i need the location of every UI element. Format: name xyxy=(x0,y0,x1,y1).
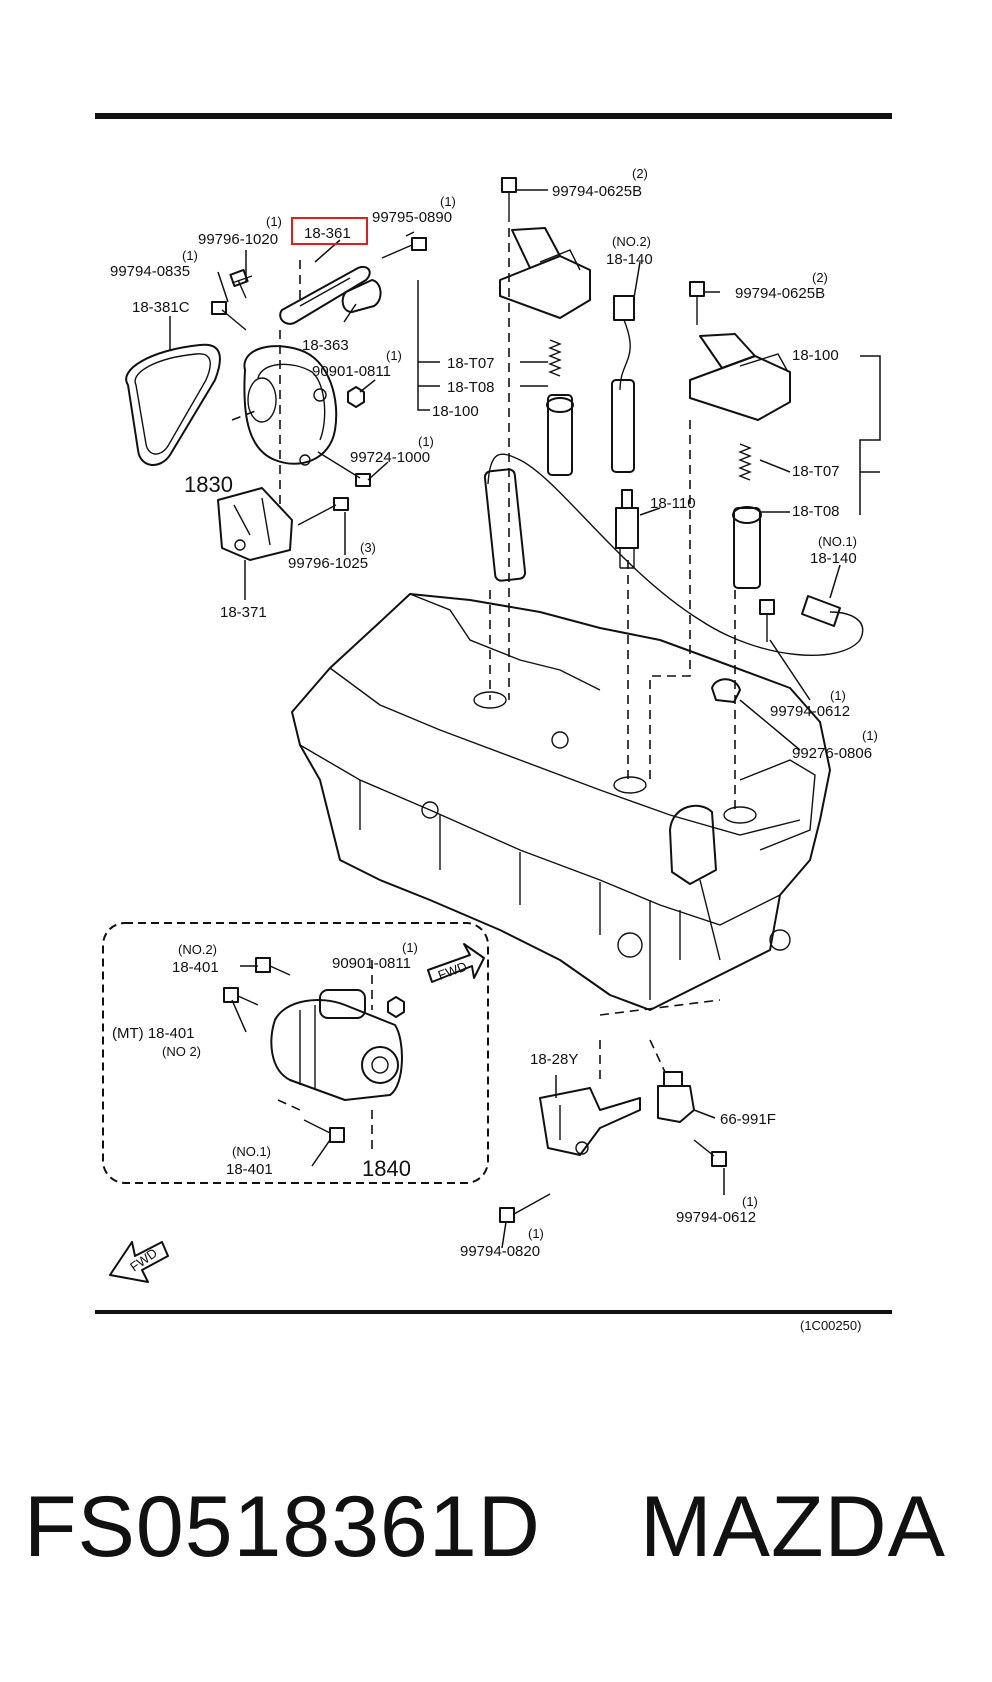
leader-lines xyxy=(169,189,881,1249)
label-18-t08-left: 18-T08 xyxy=(447,379,495,396)
label-99794-0612-upper: 99794-0612 xyxy=(770,703,850,720)
label-99795-0890: 99795-0890 xyxy=(372,209,452,226)
label-18-401-top: 18-401 xyxy=(172,959,219,976)
label-fwd-inset: FWD xyxy=(436,959,469,983)
label-1830: 1830 xyxy=(184,472,233,497)
label-99796-1020: 99796-1020 xyxy=(198,231,278,248)
label-90901-0811-inset: 90901-0811 xyxy=(332,955,411,972)
qty-99796-1020: (1) xyxy=(266,214,282,229)
label-18-t07-right: 18-T07 xyxy=(792,463,840,480)
parts-diagram: (2) 99794-0625B (1) 99795-0890 18-361 (1… xyxy=(95,113,892,1333)
fwd-arrow-main xyxy=(109,1241,169,1283)
label-18-363: 18-363 xyxy=(302,337,349,354)
qty-99794-0625b-top: (2) xyxy=(632,166,648,181)
label-18-381c: 18-381C xyxy=(132,299,190,316)
label-18-100-left: 18-100 xyxy=(432,403,479,420)
sensor-group xyxy=(499,999,727,1223)
qty-99794-0835: (1) xyxy=(182,248,198,263)
label-99796-1025: 99796-1025 xyxy=(288,555,368,572)
label-90901-0811-top: 90901-0811 xyxy=(312,363,391,380)
qty-99794-0625b-right: (2) xyxy=(812,270,828,285)
qty-99276-0806: (1) xyxy=(862,728,878,743)
qty-99794-0612-lower: (1) xyxy=(742,1194,758,1209)
label-1840: 1840 xyxy=(362,1156,411,1181)
qty-99724-1000: (1) xyxy=(418,434,434,449)
qty-99794-0820: (1) xyxy=(528,1226,544,1241)
label-18-401-bottom: 18-401 xyxy=(226,1161,273,1178)
label-18-t07-left: 18-T07 xyxy=(447,355,495,372)
label-no2-18-140: (NO.2) xyxy=(612,234,651,249)
label-99276-0806: 99276-0806 xyxy=(792,745,872,762)
label-18-371: 18-371 xyxy=(220,604,267,621)
part-number: FS0518361D xyxy=(24,1479,541,1575)
label-no2-18-401: (NO.2) xyxy=(178,942,217,957)
ignition-coils xyxy=(483,177,864,815)
label-99794-0820: 99794-0820 xyxy=(460,1243,540,1260)
starter-inset xyxy=(102,922,489,1184)
qty-90901-0811-inset: (1) xyxy=(402,940,418,955)
label-mt-18-401: (MT) 18-401 xyxy=(112,1025,195,1042)
cylinder-head xyxy=(291,593,831,1011)
label-no1-18-140: (NO.1) xyxy=(818,534,857,549)
label-99794-0625b-right: 99794-0625B xyxy=(735,285,825,302)
label-99724-1000: 99724-1000 xyxy=(350,449,430,466)
label-18-100-right: 18-100 xyxy=(792,347,839,364)
label-18-140-top: 18-140 xyxy=(606,251,653,268)
label-no2-mt: (NO 2) xyxy=(162,1044,201,1059)
diagram-reference-code: (1C00250) xyxy=(800,1318,861,1333)
qty-99794-0612-upper: (1) xyxy=(830,688,846,703)
label-99794-0612-lower: 99794-0612 xyxy=(676,1209,756,1226)
label-18-t08-right: 18-T08 xyxy=(792,503,840,520)
qty-90901-0811-top: (1) xyxy=(386,348,402,363)
qty-99795-0890: (1) xyxy=(440,194,456,209)
label-18-361: 18-361 xyxy=(304,225,351,242)
label-18-110: 18-110 xyxy=(650,495,696,512)
qty-99796-1025: (3) xyxy=(360,540,376,555)
label-99794-0835: 99794-0835 xyxy=(110,263,190,280)
label-18-28y: 18-28Y xyxy=(530,1051,578,1068)
label-18-140-right: 18-140 xyxy=(810,550,857,567)
highlight-box-18-361 xyxy=(291,217,368,245)
inset-frame xyxy=(102,922,489,1184)
label-no1-18-401: (NO.1) xyxy=(232,1144,271,1159)
alternator-group xyxy=(125,237,427,561)
label-99794-0625b-top: 99794-0625B xyxy=(552,183,642,200)
brand-name: MAZDA xyxy=(640,1479,946,1575)
label-66-991f: 66-991F xyxy=(720,1111,776,1128)
